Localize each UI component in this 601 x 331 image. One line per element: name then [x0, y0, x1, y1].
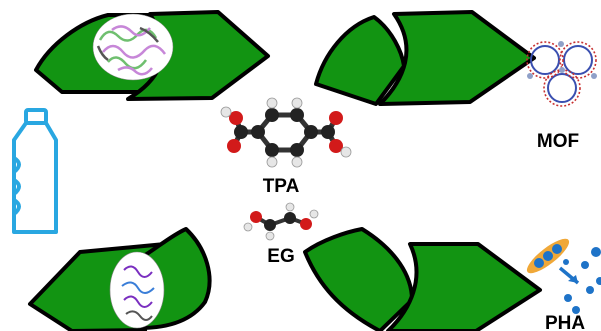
arrow-bottom-right-tail: [303, 227, 414, 331]
arrow-top-right-tail: [314, 15, 406, 106]
eg-label: EG: [267, 246, 294, 267]
mof-structure-icon: [526, 41, 597, 107]
plastic-bottle-icon: [12, 108, 58, 234]
mof-label: MOF: [537, 131, 579, 152]
bacterium-icon: [109, 251, 165, 329]
eg-molecule-icon: [243, 202, 319, 241]
tpa-molecule-icon: [220, 97, 352, 168]
pha-polymer-icon: [526, 238, 601, 314]
arrow-bottom-right-head: [386, 242, 542, 331]
arrow-top-right-head: [378, 10, 536, 106]
tpa-label: TPA: [263, 176, 300, 197]
enzyme-icon: [92, 13, 174, 81]
arrow-top-right-pair: [314, 10, 536, 106]
pha-label: PHA: [545, 313, 585, 331]
arrow-bottom-right-pair: [303, 227, 542, 331]
